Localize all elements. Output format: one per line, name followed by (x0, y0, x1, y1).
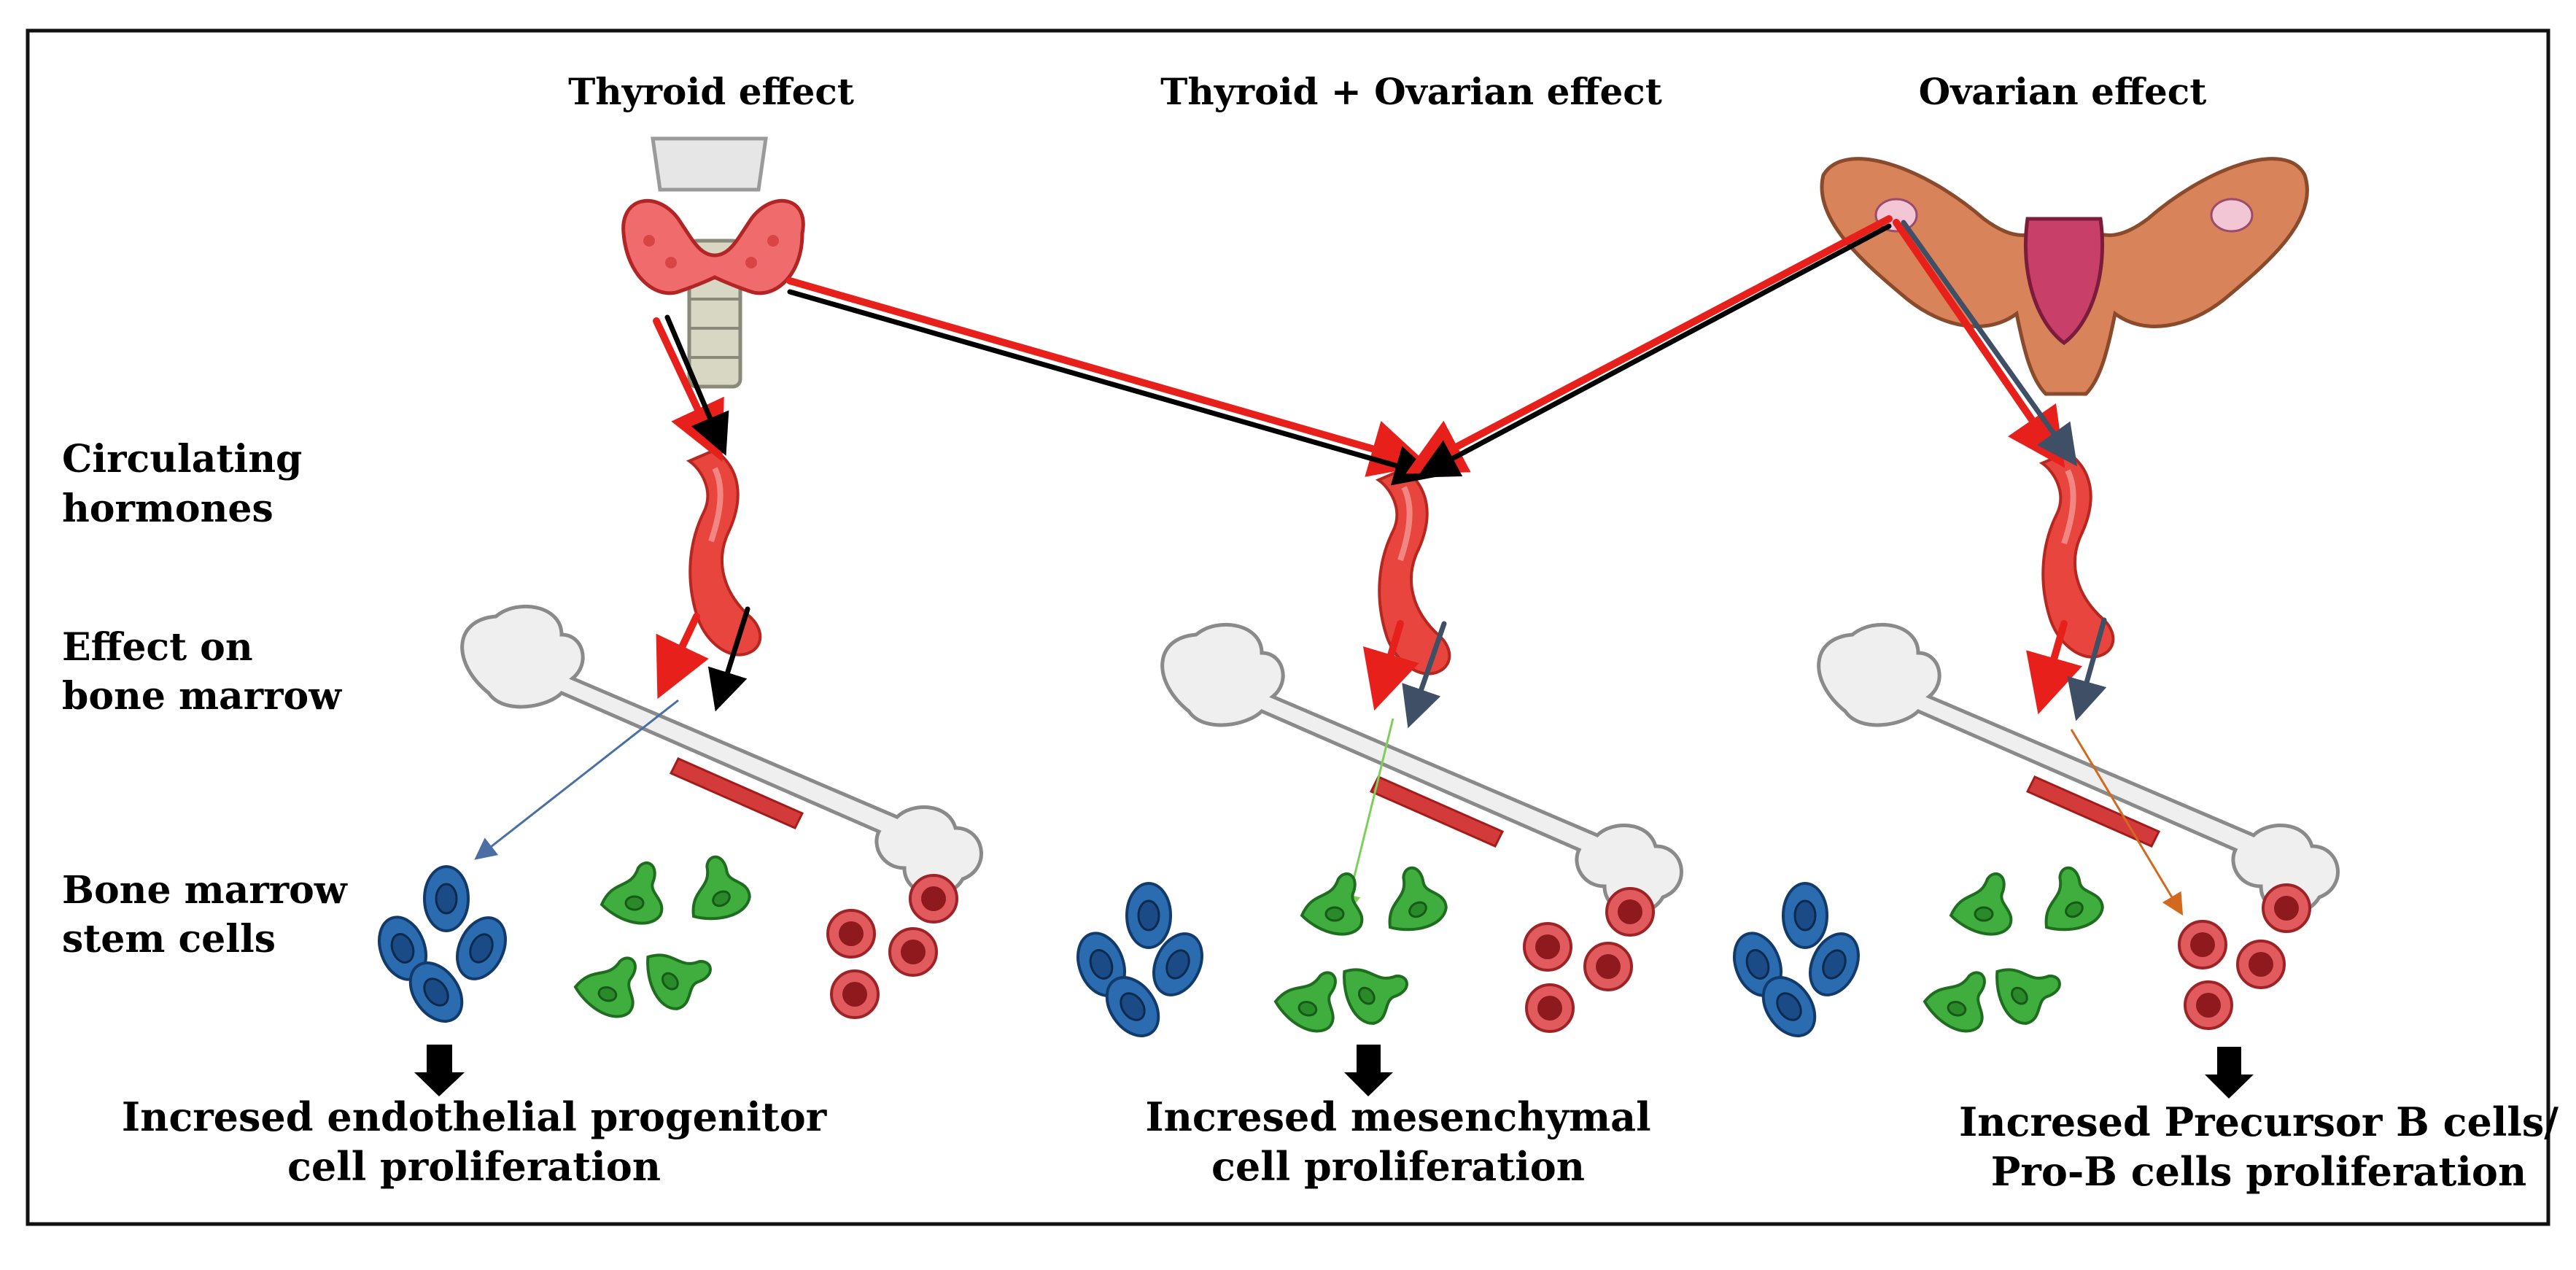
svg-text:Bone marrow: Bone marrow (62, 868, 348, 913)
svg-text:stem cells: stem cells (62, 917, 276, 961)
precursor-b-cell (888, 927, 938, 977)
header-thyroid-effect: Thyroid effect (568, 70, 854, 113)
result-mesenchymal-proliferation: Incresed mesenchymal cell proliferation (1145, 1093, 1650, 1190)
precursor-b-cell (1523, 922, 1572, 972)
bone-ovarian (1819, 624, 2338, 913)
precursor-b-cell (1525, 983, 1575, 1033)
down-arrow-mesenchymal (1344, 1045, 1393, 1096)
ovary-uterus-illustration (1820, 157, 2309, 396)
mesenchymal-cell (1367, 859, 1454, 945)
precursor-b-cell (826, 909, 876, 959)
mesenchymal-cell (1328, 943, 1417, 1031)
hormone-arrows (653, 215, 2107, 729)
row-label-bone-marrow-stem-cells: Bone marrow stem cells (62, 868, 348, 961)
mesenchymal-cell (1269, 959, 1346, 1037)
precursor-b-cell (1583, 942, 1633, 991)
cells-ovarian-group (1724, 859, 2311, 1048)
precursor-b-cell (2262, 883, 2311, 933)
svg-text:Circulating: Circulating (62, 437, 302, 481)
header-thyroid-ovarian-effect: Thyroid + Ovarian effect (1160, 70, 1662, 113)
svg-text:Pro-B cells proliferation: Pro-B cells proliferation (1991, 1148, 2526, 1195)
result-endothelial-proliferation: Incresed endothelial progenitor cell pro… (122, 1093, 827, 1190)
header-ovarian-effect: Ovarian effect (1919, 70, 2207, 113)
mesenchymal-cell (1918, 959, 1995, 1037)
mesenchymal-cell (569, 945, 646, 1023)
cells-combined-group (1068, 859, 1655, 1048)
svg-text:Incresed endothelial progenito: Incresed endothelial progenitor (122, 1093, 827, 1140)
endothelial-cell (1125, 882, 1172, 949)
thyroid-gland-illustration (621, 136, 805, 389)
mesenchymal-cell (671, 848, 757, 934)
precursor-b-cell (2184, 980, 2233, 1030)
down-arrow-endothelial (414, 1045, 465, 1096)
mesenchymal-cell (2024, 859, 2110, 945)
result-precursor-b-proliferation: Incresed Precursor B cells/ Pro-B cells … (1959, 1099, 2558, 1195)
mesenchymal-cell (632, 929, 721, 1017)
row-label-circulating-hormones: Circulating hormones (62, 437, 302, 531)
precursor-b-cell (830, 969, 880, 1019)
precursor-b-cell (2236, 940, 2286, 989)
cells-thyroid-group (369, 848, 958, 1033)
endothelial-cell (423, 865, 470, 932)
blood-vessel-thyroid (689, 450, 760, 655)
svg-text:bone marrow: bone marrow (62, 674, 342, 719)
svg-text:cell proliferation: cell proliferation (1211, 1143, 1585, 1190)
precursor-b-cell (909, 874, 958, 924)
svg-text:Incresed mesenchymal: Incresed mesenchymal (1145, 1093, 1650, 1140)
row-label-effect-on-bone-marrow: Effect on bone marrow (62, 625, 342, 719)
svg-text:Incresed Precursor B cells/: Incresed Precursor B cells/ (1959, 1099, 2558, 1145)
svg-text:cell proliferation: cell proliferation (287, 1143, 661, 1190)
mesenchymal-cell (600, 861, 664, 925)
down-arrow-precursor-b (2205, 1047, 2254, 1099)
svg-text:Effect on: Effect on (62, 625, 253, 670)
precursor-b-cell (2178, 920, 2227, 969)
svg-text:hormones: hormones (62, 487, 273, 531)
precursor-b-cell (1605, 887, 1655, 937)
down-arrows (414, 1045, 2254, 1099)
mesenchymal-cell (1300, 872, 1364, 936)
endothelial-cell (1782, 882, 1828, 949)
mesenchymal-cell (1981, 943, 2070, 1031)
figure-border (26, 28, 2550, 1226)
mesenchymal-cell (1950, 872, 2013, 936)
